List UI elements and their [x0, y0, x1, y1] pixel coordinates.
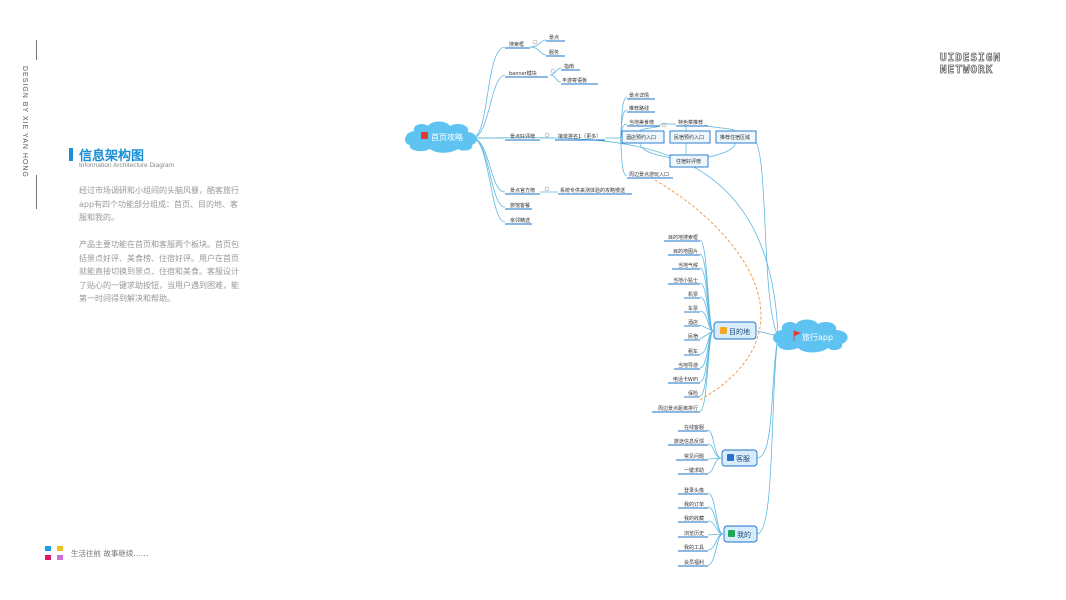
dot-yellow: [57, 546, 63, 551]
node-search: 搜索框: [509, 41, 524, 48]
dest-item-3: 当地气候: [678, 262, 698, 269]
dest-item-1: 目的地搜索框: [668, 234, 698, 241]
dest-item-5: 机票: [688, 291, 698, 298]
dot-blue: [45, 546, 51, 551]
node-extra-1: 旅馆客餐: [510, 202, 530, 209]
root-node[interactable]: 旅行app: [773, 319, 848, 353]
home-node[interactable]: 首页攻略: [405, 121, 477, 153]
dest-item-8: 民宿: [688, 333, 698, 340]
mine-item-2: 我的订单: [684, 501, 704, 508]
node-official-sub: 系统专供来测体验的攻略慢送: [560, 187, 625, 194]
service-badge-icon: [727, 454, 734, 461]
mine-badge-icon: [728, 530, 735, 537]
dot-magenta: [45, 555, 51, 560]
mine-item-3: 我的收藏: [684, 515, 704, 522]
dest-item-10: 当地导游: [678, 362, 698, 369]
dashed-relation-edge: [654, 179, 762, 401]
node-spot-detail: 景点详情: [629, 92, 649, 99]
vertical-rule-bottom: [36, 175, 37, 209]
page-subtitle: Information Architecture Diagram: [79, 162, 175, 169]
service-label: 客服: [736, 454, 750, 463]
node-area: 推荐住宿区域: [720, 134, 750, 141]
node-rating-sub: 接单排名1（更多）: [558, 133, 601, 140]
mine-node[interactable]: 我的: [723, 525, 758, 543]
edge-root-service: [756, 335, 779, 459]
home-label: 首页攻略: [431, 132, 463, 142]
dest-item-9: 租车: [688, 348, 698, 355]
node-rating: 景点好评榜: [510, 133, 535, 140]
description-paragraph-1: 经过市场调研和小组间的头脑风暴，酷客旅行app有四个功能部分组成：首页、目的地、…: [79, 186, 239, 223]
mine-item-6: 会员福利: [684, 559, 704, 566]
flag-icon: [793, 330, 802, 341]
node-search-spot: 景点: [549, 34, 559, 41]
edge-root-home: [751, 137, 779, 337]
service-item-2: 旅途信息反馈: [674, 438, 704, 445]
dest-item-7: 酒店: [688, 319, 698, 326]
node-dish: 特色菜推荐: [678, 119, 703, 126]
brand-line-2: NETWORK: [940, 63, 994, 76]
node-food-rank: 当地美食榜: [629, 119, 654, 126]
service-item-3: 常见问题: [684, 453, 704, 460]
node-official: 景点官方榜: [510, 187, 535, 194]
node-banner-guide: 指南: [564, 63, 574, 70]
node-banner-msg: 丰游寄语板: [562, 77, 587, 84]
dot-purple: [57, 555, 63, 560]
page-title: 信息架构图: [79, 149, 145, 164]
service-node[interactable]: 客服: [721, 449, 758, 467]
dest-item-6: 车票: [688, 305, 698, 312]
mine-item-5: 我的工具: [684, 544, 704, 551]
footer-slogan: 生活往前 故事继续……: [71, 549, 149, 558]
node-nearby-entry: 周边景点游玩入口: [629, 171, 669, 178]
node-search-service: 服务: [549, 49, 559, 56]
dest-item-2: 目的地图片: [673, 248, 698, 255]
edge-root-mine: [756, 335, 779, 535]
brand-line-1: UIDESIGN: [940, 51, 1001, 64]
node-banner: banner模块: [509, 70, 537, 77]
destination-label: 目的地: [729, 327, 750, 336]
brand-logo: UIDESIGN NETWORK: [940, 51, 1001, 76]
node-route: 推荐路线: [629, 105, 649, 112]
description-paragraph-2: 产品主要功能在首页和客服两个板块。首页包括景点好评、美食榜、住宿好评。用户在首页…: [79, 240, 239, 304]
service-item-1: 在线客服: [684, 424, 704, 431]
dest-item-11: 电话卡WiFi: [673, 376, 698, 383]
node-stay-rank: 住宿好评榜: [676, 158, 701, 165]
destination-node[interactable]: 目的地: [713, 321, 757, 340]
mine-item-1: 登录头像: [684, 487, 704, 494]
node-bnb-entry: 民宿预约入口: [674, 134, 704, 141]
dest-item-12: 保险: [688, 390, 698, 397]
root-label: 旅行app: [802, 332, 833, 342]
node-hotel-entry: 酒店预约入口: [626, 134, 656, 141]
node-extra-2: 亲邻精选: [510, 217, 530, 224]
dest-item-13: 周边景点距离排行: [658, 405, 698, 412]
mine-label: 我的: [737, 530, 751, 539]
service-item-4: 一键求助: [684, 467, 704, 474]
destination-badge-icon: [720, 327, 727, 334]
title-accent-bar: [69, 148, 73, 161]
vertical-rule-top: [36, 40, 37, 60]
dest-item-4: 当地小贴士: [673, 277, 698, 284]
mine-item-4: 浏览历史: [684, 530, 704, 537]
home-badge-icon: [421, 132, 428, 139]
